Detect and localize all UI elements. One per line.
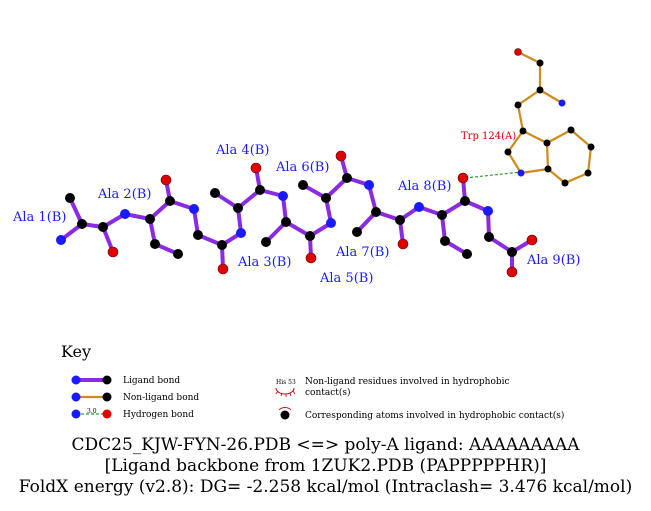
carbon-atom bbox=[504, 148, 512, 156]
carbon-atom bbox=[281, 217, 291, 227]
legend-hydrophobic-residues-line2: contact(s) bbox=[305, 387, 351, 398]
carbon-atom bbox=[567, 126, 575, 134]
legend: Key Ligand bond Non-ligand bond 3.0 Hydr… bbox=[61, 342, 564, 421]
nitrogen-atom bbox=[483, 206, 493, 216]
hydrophobic-spokes-icon bbox=[275, 390, 296, 397]
legend-hydrophobic-residue-tag: His 53 bbox=[276, 379, 296, 386]
legend-hydrophobic-atoms: Corresponding atoms involved in hydropho… bbox=[278, 407, 564, 421]
legend-hydrogen-bond-label: Hydrogen bond bbox=[123, 410, 194, 420]
carbon-atom bbox=[173, 249, 183, 259]
carbon-atom bbox=[460, 196, 470, 206]
atoms bbox=[56, 48, 595, 278]
carbon-atom bbox=[298, 180, 308, 190]
carbon-atom bbox=[255, 185, 265, 195]
nitrogen-atom bbox=[558, 99, 566, 107]
label-ala7: Ala 7(B) bbox=[335, 245, 389, 260]
carbon-atom bbox=[352, 227, 362, 237]
carbon-atom bbox=[261, 237, 271, 247]
legend-title: Key bbox=[61, 342, 91, 361]
label-ala4: Ala 4(B) bbox=[215, 143, 269, 158]
nitrogen-atom bbox=[236, 228, 246, 238]
label-trp124: Trp 124(A) bbox=[461, 131, 516, 142]
carbon-atom bbox=[536, 86, 544, 94]
caption-line2: [Ligand backbone from 1ZUK2.PDB (PAPPPPP… bbox=[104, 456, 547, 476]
carbon-atom bbox=[437, 210, 447, 220]
legend-nonligand-bond-label: Non-ligand bond bbox=[123, 393, 199, 403]
label-ala3: Ala 3(B) bbox=[237, 255, 291, 270]
legend-hydrophobic-residues-line1: Non-ligand residues involved in hydropho… bbox=[305, 377, 510, 387]
carbon-atom bbox=[462, 249, 472, 259]
caption-line1: CDC25_KJW-FYN-26.PDB <=> poly-A ligand: … bbox=[71, 435, 580, 455]
oxygen-atom bbox=[514, 48, 522, 56]
label-ala9: Ala 9(B) bbox=[526, 253, 580, 268]
nitrogen-atom bbox=[189, 204, 199, 214]
carbon-atom bbox=[65, 193, 75, 203]
carbon-atom bbox=[210, 188, 220, 198]
hydrophobic-arc-icon bbox=[275, 387, 295, 395]
carbon-atom bbox=[507, 247, 517, 257]
legend-hydrophobic-residue: His 53 Non-ligand residues involved in h… bbox=[275, 377, 510, 398]
oxygen-atom bbox=[305, 252, 317, 264]
carbon-atom bbox=[544, 165, 552, 173]
carbon-atom bbox=[484, 232, 494, 242]
carbon-atom bbox=[321, 193, 331, 203]
nitrogen-atom bbox=[326, 218, 336, 228]
label-ala5: Ala 5(B) bbox=[319, 271, 373, 286]
carbon-atom bbox=[561, 179, 569, 187]
caption-line3: FoldX energy (v2.8): DG= -2.258 kcal/mol… bbox=[18, 477, 633, 497]
carbon-atom bbox=[77, 219, 87, 229]
carbon-atom bbox=[165, 196, 175, 206]
carbon-atom bbox=[233, 203, 243, 213]
oxygen-atom bbox=[335, 150, 347, 162]
nitrogen-atom bbox=[120, 209, 130, 219]
legend-nonligand-bond: Non-ligand bond bbox=[71, 392, 199, 403]
carbon-atom bbox=[217, 240, 227, 250]
carbon-atom bbox=[519, 127, 527, 135]
oxygen-atom bbox=[457, 172, 469, 184]
carbon-atom bbox=[514, 101, 522, 109]
carbon-atom bbox=[145, 214, 155, 224]
legend-hbond-length: 3.0 bbox=[87, 408, 97, 415]
legend-hydrophobic-atoms-label: Corresponding atoms involved in hydropho… bbox=[305, 410, 564, 421]
carbon-atom bbox=[584, 169, 592, 177]
oxygen-atom bbox=[107, 246, 119, 258]
carbon-atom bbox=[193, 230, 203, 240]
legend-hydrogen-bond: 3.0 Hydrogen bond bbox=[71, 408, 194, 420]
oxygen-atom bbox=[506, 266, 518, 278]
carbon-atom bbox=[440, 236, 450, 246]
oxygen-atom bbox=[397, 238, 409, 250]
nitrogen-atom bbox=[278, 191, 288, 201]
oxygen-atom bbox=[160, 174, 172, 186]
carbon-atom bbox=[305, 231, 315, 241]
nitrogen-atom bbox=[364, 180, 374, 190]
carbon-atom bbox=[98, 222, 108, 232]
carbon-atom bbox=[536, 59, 544, 67]
nitrogen-atom bbox=[56, 235, 66, 245]
nitrogen-atom bbox=[517, 169, 525, 177]
carbon-atom bbox=[395, 215, 405, 225]
label-ala8: Ala 8(B) bbox=[397, 179, 451, 194]
legend-ligand-bond: Ligand bond bbox=[71, 375, 180, 386]
hydrogen-bond bbox=[464, 171, 522, 179]
label-ala6: Ala 6(B) bbox=[275, 160, 329, 175]
label-ala1: Ala 1(B) bbox=[12, 210, 66, 225]
nitrogen-atom bbox=[414, 202, 424, 212]
oxygen-atom bbox=[250, 162, 262, 174]
oxygen-atom bbox=[526, 234, 538, 246]
oxygen-atom bbox=[217, 263, 229, 275]
carbon-atom bbox=[587, 143, 595, 151]
carbon-atom bbox=[150, 239, 160, 249]
nonligand-bonds bbox=[506, 50, 593, 185]
legend-ligand-bond-label: Ligand bond bbox=[123, 376, 180, 386]
carbon-atom bbox=[543, 139, 551, 147]
label-ala2: Ala 2(B) bbox=[97, 187, 151, 202]
carbon-atom bbox=[371, 207, 381, 217]
carbon-atom bbox=[342, 173, 352, 183]
